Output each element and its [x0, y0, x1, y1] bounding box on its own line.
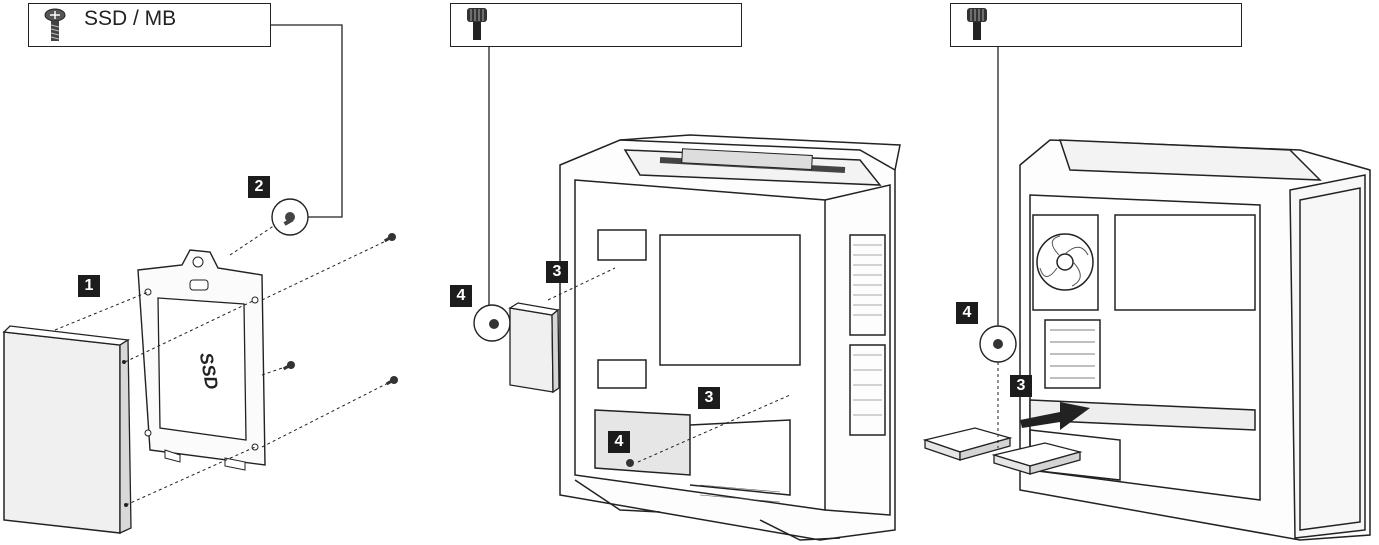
step-badge-3c: 3 — [1010, 375, 1032, 397]
leader-line — [271, 24, 343, 218]
step-badge-1: 1 — [78, 275, 100, 297]
screw-callout-box-3 — [950, 3, 1242, 47]
pc-case-right — [1019, 139, 1371, 541]
screw-callout-label: SSD / MB — [84, 7, 177, 30]
ssd-sliding-in — [922, 427, 1083, 475]
step-badge-2: 2 — [248, 176, 270, 198]
vent-hatching — [699, 244, 882, 503]
install-path-lines — [547, 267, 791, 463]
thumb-screw-icon — [462, 6, 492, 46]
alignment-lines — [54, 224, 391, 506]
insertion-arrow — [1020, 402, 1090, 430]
thumb-screw-icon-2 — [962, 6, 992, 46]
screw-callout-box — [28, 3, 271, 47]
step-badge-4b: 4 — [608, 431, 630, 453]
pan-head-screw-icon — [40, 6, 70, 46]
step-badge-4: 4 — [450, 285, 472, 307]
ssd-mounting-bracket: SSD — [137, 249, 266, 471]
pc-case-left — [559, 134, 901, 541]
step-badge-3: 3 — [546, 261, 568, 283]
step-badge-3b: 3 — [698, 387, 720, 409]
mount-screw-marker — [626, 459, 634, 467]
case-logo-band — [681, 148, 813, 171]
screw-icon — [283, 212, 295, 226]
loose-screws — [282, 233, 398, 386]
ssd-with-bracket — [508, 302, 560, 394]
ssd-drive — [2, 325, 132, 535]
screw-callout-box-2 — [450, 3, 742, 47]
step-badge-4c: 4 — [956, 302, 978, 324]
pci-slot-covers — [1050, 329, 1095, 379]
fan-blades — [1039, 235, 1089, 287]
